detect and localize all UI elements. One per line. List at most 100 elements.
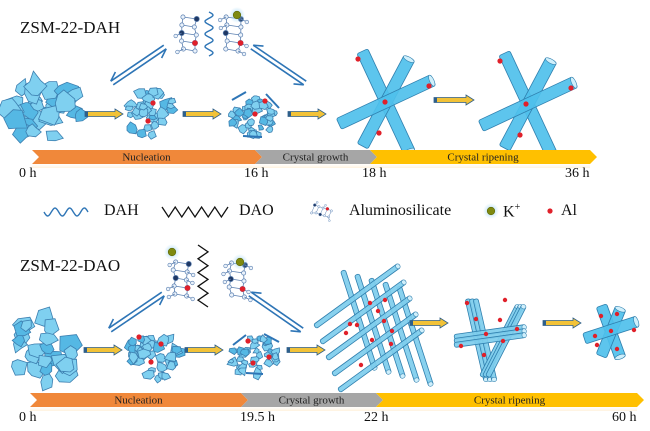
rod-end [570,76,578,89]
backward-line [252,44,307,82]
al-dot-icon [262,98,268,104]
al-dot-icon [136,334,142,340]
particle [138,103,149,111]
particle [133,88,147,99]
particle [256,350,264,360]
rod-end [545,57,557,65]
amorphous-aggregate [11,306,83,392]
al-dot-icon [389,328,395,334]
al-dot-icon [592,333,598,339]
o-atom [248,265,254,271]
al-dot-icon [369,337,375,343]
equilibrium-arrow-right [250,44,307,86]
process-arrow-icon [184,344,224,356]
al-dot-icon [631,327,637,333]
particle [228,347,238,356]
particle [155,353,167,363]
process-arrow-icon [286,344,326,356]
timeline-stage-nucleation [32,150,262,164]
al-dot-icon [517,132,523,138]
al-dot-icon [481,352,487,358]
dao-wave-icon [161,205,229,219]
o-atom [190,280,195,286]
aluminosilicate-glyph [310,201,333,222]
process-arrow-icon [287,108,327,120]
legend-k-text: K [503,203,515,221]
aluminosilicate-left [173,14,200,55]
crystal-fragment [242,135,263,138]
crystal-fragment [231,91,247,101]
particle [239,348,250,357]
small-crossed-rods [582,303,640,361]
o-atom [223,46,229,52]
particle [45,130,65,142]
crossed-rods [336,48,436,156]
o-atom [241,270,247,276]
arrow-tail [185,347,188,353]
al-dot-icon [158,341,164,347]
particle [265,115,274,122]
aluminosilicate-right [218,7,249,57]
particle [259,334,268,344]
forward-line [110,295,165,333]
timeline-stage-crystal-growth [255,150,377,164]
particle [237,367,247,377]
rod-end [413,377,420,383]
o-atom [330,209,333,213]
crossed-rods-ripened [478,50,578,158]
o-atom [218,25,223,31]
legend-label-aluminosilicate: Aluminosilicate [349,202,452,219]
particle [23,70,48,97]
rod-end [521,332,527,338]
al-dot-icon [514,326,520,332]
particle [148,114,158,121]
particle [54,89,76,113]
particle [150,120,160,130]
particle [11,331,25,348]
al-dot-icon [523,101,529,107]
rod-end [401,279,407,286]
particle [137,348,152,359]
particle [136,128,147,139]
o-atom [180,14,186,20]
al-dot-icon [497,58,503,64]
legend [43,201,553,222]
rod-end [614,306,626,313]
si-atom [318,212,322,217]
o-atom [244,43,249,49]
o-atom [241,51,247,57]
crystal-rod [382,281,420,383]
particle [263,359,274,368]
al-atom [239,286,246,292]
timeline-stage-crystal-growth [241,393,383,407]
arrow-tail [84,347,87,353]
o-atom [221,271,226,277]
al-dot-icon [382,99,388,105]
timeline-dao-tick-0: 0 h [19,410,37,425]
timeline-dah-tick-3: 36 h [565,166,590,181]
o-atom [167,262,172,268]
particle [128,336,137,347]
particle [14,77,28,97]
particle [265,125,274,134]
o-atom [166,294,171,300]
al-dot-icon [547,208,553,214]
al-dot-icon [473,316,479,322]
process-arrow-icon [409,317,449,329]
o-atom [223,263,228,269]
particle [40,373,54,392]
process-arrow-icon [433,94,475,106]
dao-template-zigzag [196,244,210,308]
al-atom [184,285,191,291]
arrow-shape [184,344,224,356]
timeline-stage-label: Nucleation [114,395,163,407]
panel-title-dah: ZSM-22-DAH [20,18,121,37]
timeline-shadow [30,405,637,411]
arrow-tail [543,320,546,326]
k-ion-icon [486,206,496,216]
rod-end [385,369,392,375]
